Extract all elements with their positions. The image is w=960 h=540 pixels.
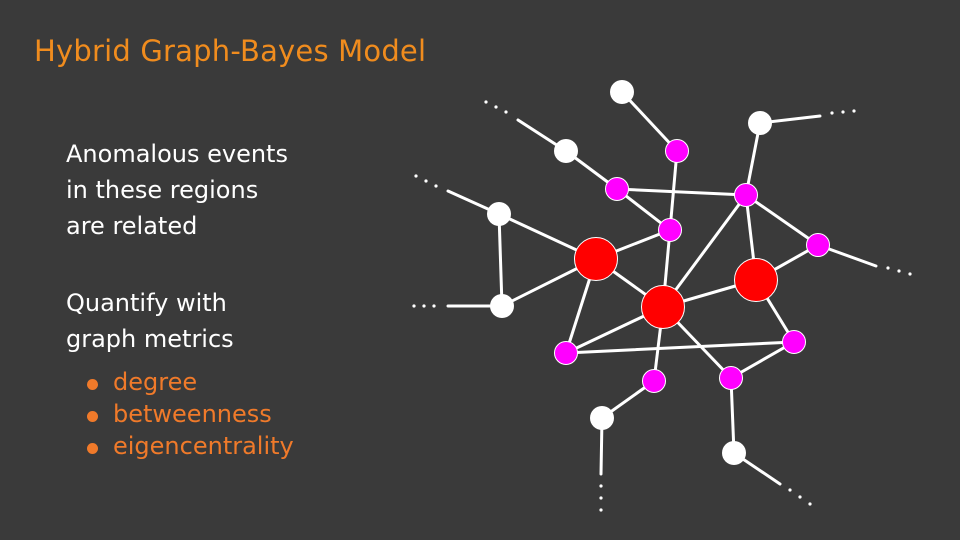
metric-label: eigencentrality (113, 432, 294, 460)
statement-line-1: Anomalous events (66, 140, 288, 168)
continuation-dots (412, 100, 912, 512)
graph-node (554, 139, 578, 163)
metrics-list: degree betweenness eigencentrality (86, 366, 294, 462)
graph-node (658, 218, 682, 242)
graph-node (722, 441, 746, 465)
graph-node (610, 80, 634, 104)
bullet-dot-icon (87, 443, 98, 454)
graph-node (782, 330, 806, 354)
graph-node (734, 258, 778, 302)
metric-item-eigencentrality: eigencentrality (86, 430, 294, 462)
graph-node (641, 285, 685, 329)
neighbor-nodes (554, 139, 830, 393)
core-nodes (574, 237, 778, 329)
metric-item-betweenness: betweenness (86, 398, 294, 430)
graph-node (487, 202, 511, 226)
metric-label: betweenness (113, 400, 272, 428)
graph-node (734, 183, 758, 207)
quantify-line-1: Quantify with (66, 289, 227, 317)
graph-node (590, 406, 614, 430)
statement-paragraph: Anomalous events in these regions are re… (66, 136, 288, 244)
graph-node (719, 366, 743, 390)
graph-node (748, 111, 772, 135)
metric-label: degree (113, 368, 198, 396)
graph-node (574, 237, 618, 281)
bullet-dot-icon (87, 379, 98, 390)
statement-line-3: are related (66, 212, 198, 240)
graph-node (605, 177, 629, 201)
graph-node (665, 139, 689, 163)
bullet-dot-icon (87, 411, 98, 422)
statement-line-2: in these regions (66, 176, 259, 204)
graph-node (806, 233, 830, 257)
quantify-line-2: graph metrics (66, 325, 234, 353)
peripheral-nodes (487, 80, 772, 465)
metric-item-degree: degree (86, 366, 294, 398)
graph-node (642, 369, 666, 393)
graph-node (554, 341, 578, 365)
graph-node (490, 294, 514, 318)
quantify-paragraph: Quantify with graph metrics (66, 285, 234, 357)
slide-title: Hybrid Graph-Bayes Model (34, 34, 427, 68)
